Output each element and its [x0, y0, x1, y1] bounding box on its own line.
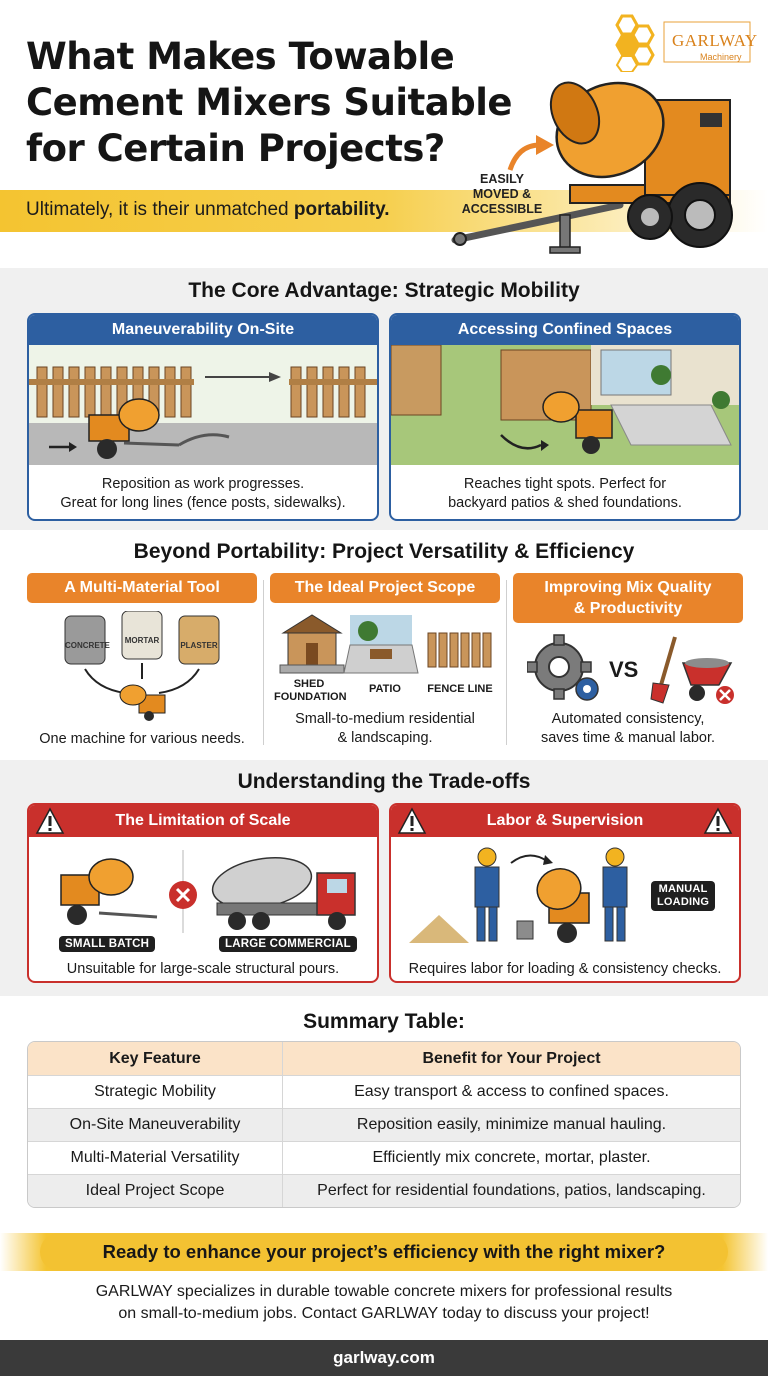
cta-body-line: on small-to-medium jobs. Contact GARLWAY…	[118, 1305, 650, 1322]
bag-label: CONCRETE	[65, 641, 110, 650]
tag-line: MANUAL	[658, 883, 708, 895]
logo-sub: Machinery	[700, 52, 742, 62]
column-divider	[263, 580, 264, 745]
card-heading: Maneuverability On-Site	[29, 315, 377, 345]
beyond-portability-title: Beyond Portability: Project Versatility …	[133, 540, 635, 563]
table-header-row: Key Feature Benefit for Your Project	[28, 1042, 740, 1075]
footer-website-link[interactable]: garlway.com	[0, 1340, 768, 1376]
card-heading: The Limitation of Scale	[29, 805, 377, 837]
tag-line: LOADING	[657, 896, 710, 908]
tradeoffs-title: Understanding the Trade-offs	[237, 770, 531, 793]
table-cell: Ideal Project Scope	[28, 1175, 283, 1207]
easily-moved-label: EASILY MOVED & ACCESSIBLE	[452, 172, 552, 217]
manual-loading-tag: MANUAL LOADING	[651, 881, 716, 911]
table-header-cell: Benefit for Your Project	[422, 1049, 601, 1067]
cta-body: GARLWAY specializes in durable towable c…	[20, 1281, 748, 1325]
card-heading: Accessing Confined Spaces	[391, 315, 739, 345]
tagline: Ultimately, it is their unmatched portab…	[26, 199, 390, 221]
table-row: Multi-Material Versatility Efficiently m…	[28, 1141, 740, 1174]
workers-loading-mixer-icon	[409, 847, 628, 943]
material-bags-icon	[64, 611, 220, 721]
column-caption: One machine for various needs.	[39, 731, 245, 747]
bag-label: MORTAR	[124, 636, 160, 645]
gear-icon	[527, 634, 599, 701]
caption-line: backyard patios & shed foundations.	[448, 495, 682, 511]
project-scope-column: The Ideal Project Scope SHED FOUNDATION …	[270, 573, 500, 753]
table-cell: Reposition easily, minimize manual hauli…	[356, 1116, 667, 1133]
caption-line: Automated consistency,	[551, 711, 705, 727]
caption-line: & landscaping.	[337, 730, 433, 746]
label-line: ACCESSIBLE	[461, 202, 543, 216]
tagline-text: Ultimately, it is their unmatched	[26, 199, 294, 220]
warning-icon	[703, 807, 733, 834]
heading-line: & Productivity	[573, 600, 683, 617]
multi-material-column: A Multi-Material Tool CONCRETE MORTAR PL…	[27, 573, 257, 753]
scope-label: SHED FOUNDATION	[274, 678, 347, 704]
backyard-scene-icon	[391, 345, 739, 465]
label-line: EASILY	[479, 172, 524, 186]
mix-quality-column: Improving Mix Quality & Productivity VS …	[513, 573, 743, 753]
table-row: Strategic Mobility Easy transport & acce…	[28, 1075, 740, 1108]
project-scope-icon	[279, 614, 492, 674]
table-cell: Strategic Mobility	[28, 1076, 283, 1108]
shovel-wheelbarrow-icon	[650, 636, 736, 706]
card-heading: Labor & Supervision	[391, 805, 739, 837]
fence-sidewalk-scene-icon	[29, 345, 377, 465]
large-commercial-pill: LARGE COMMERCIAL	[219, 936, 357, 952]
title-line: for Certain Projects?	[26, 127, 445, 170]
page-title: What Makes Towable Cement Mixers Suitabl…	[26, 34, 526, 172]
scale-limitation-card: The Limitation of Scale SMALL BATCH LARG…	[27, 803, 379, 983]
caption-line: Reaches tight spots. Perfect for	[463, 476, 667, 492]
warning-icon	[35, 807, 65, 834]
column-heading: A Multi-Material Tool	[27, 573, 257, 603]
card-caption: Unsuitable for large-scale structural po…	[66, 961, 340, 977]
small-vs-large-mixer-icon	[60, 850, 356, 933]
scope-label: PATIO	[369, 683, 401, 695]
column-heading: Improving Mix Quality & Productivity	[513, 573, 743, 623]
card-caption: Reaches tight spots. Perfect for backyar…	[391, 475, 739, 513]
title-line: Cement Mixers Suitable	[26, 81, 513, 124]
label-line: SHED	[293, 678, 325, 690]
bag-label: PLASTER	[180, 641, 218, 650]
towable-mixer-illustration-icon	[451, 81, 733, 254]
scope-label: FENCE LINE	[427, 683, 493, 695]
caption-line: Reposition as work progresses.	[101, 476, 305, 492]
label-line: FOUNDATION	[274, 691, 347, 703]
table-row: On-Site Maneuverability Reposition easil…	[28, 1108, 740, 1141]
column-caption: Small-to-medium residential & landscapin…	[270, 710, 500, 748]
table-cell: Easy transport & access to confined spac…	[354, 1083, 669, 1100]
warning-icon	[397, 807, 427, 834]
heading-line: Improving Mix Quality	[544, 579, 712, 596]
table-cell: Multi-Material Versatility	[28, 1142, 283, 1174]
core-advantage-title: The Core Advantage: Strategic Mobility	[188, 279, 580, 302]
column-divider	[506, 580, 507, 745]
caption-line: Small-to-medium residential	[295, 711, 475, 727]
header: What Makes Towable Cement Mixers Suitabl…	[0, 0, 768, 262]
label-line: MOVED &	[472, 187, 532, 201]
vs-label: VS	[609, 657, 639, 682]
table-header-cell: Key Feature	[28, 1042, 283, 1075]
maneuverability-card: Maneuverability On-Site Reposition as wo…	[27, 313, 379, 521]
table-cell: On-Site Maneuverability	[28, 1109, 283, 1141]
column-heading: The Ideal Project Scope	[270, 573, 500, 603]
labor-supervision-card: Labor & Supervision MANUAL LOADING Requi…	[389, 803, 741, 983]
title-line: What Makes Towable	[26, 35, 455, 78]
summary-table: Key Feature Benefit for Your Project Str…	[27, 1041, 741, 1208]
tagline-emphasis: portability.	[293, 199, 390, 220]
garlway-logo-icon	[615, 14, 751, 72]
table-cell: Efficiently mix concrete, mortar, plaste…	[372, 1149, 651, 1166]
table-cell: Perfect for residential foundations, pat…	[317, 1182, 706, 1199]
caption-line: saves time & manual labor.	[540, 730, 716, 746]
summary-title: Summary Table:	[303, 1010, 465, 1033]
logo-name: GARLWAY	[672, 31, 758, 50]
cta-headline: Ready to enhance your project’s efficien…	[40, 1233, 728, 1271]
confined-spaces-card: Accessing Confined Spaces Reaches tight …	[389, 313, 741, 521]
card-caption: Reposition as work progresses. Great for…	[29, 475, 377, 513]
small-batch-pill: SMALL BATCH	[59, 936, 156, 952]
table-row: Ideal Project Scope Perfect for resident…	[28, 1174, 740, 1207]
caption-line: Great for long lines (fence posts, sidew…	[60, 495, 346, 511]
cta-body-line: GARLWAY specializes in durable towable c…	[95, 1283, 673, 1300]
card-caption: Requires labor for loading & consistency…	[408, 961, 722, 977]
column-caption: Automated consistency, saves time & manu…	[513, 710, 743, 748]
